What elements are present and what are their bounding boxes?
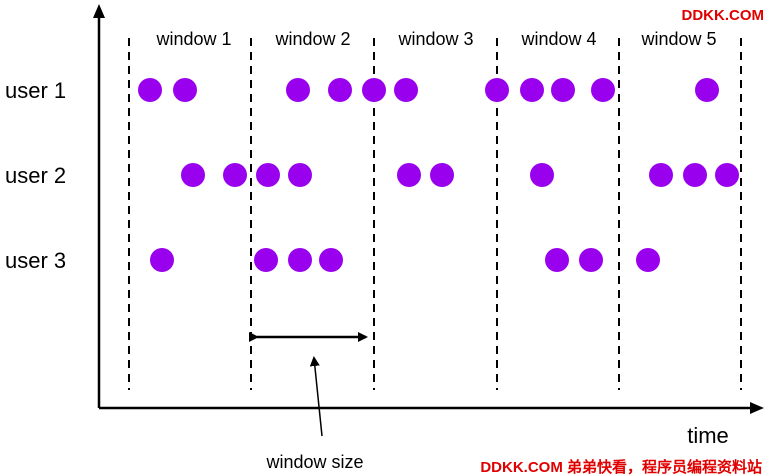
window-label-2: window 2 xyxy=(274,29,350,49)
event-dot-user-3 xyxy=(254,248,278,272)
event-dot-user-3 xyxy=(319,248,343,272)
event-dot-user-3 xyxy=(288,248,312,272)
event-dot-user-1 xyxy=(394,78,418,102)
event-dot-user-1 xyxy=(173,78,197,102)
x-axis-arrowhead xyxy=(750,402,764,414)
event-dots xyxy=(138,78,739,272)
watermark-top: DDKK.COM xyxy=(682,7,765,24)
user-label-1: user 1 xyxy=(5,78,66,103)
window-label-3: window 3 xyxy=(397,29,473,49)
event-dot-user-2 xyxy=(430,163,454,187)
event-dot-user-3 xyxy=(579,248,603,272)
event-dot-user-2 xyxy=(256,163,280,187)
x-axis-label: time xyxy=(687,423,729,448)
event-dot-user-1 xyxy=(695,78,719,102)
user-label-2: user 2 xyxy=(5,163,66,188)
event-dot-user-1 xyxy=(138,78,162,102)
event-dot-user-2 xyxy=(223,163,247,187)
window-size-label: window size xyxy=(265,452,363,472)
event-dot-user-2 xyxy=(288,163,312,187)
window-label-4: window 4 xyxy=(520,29,596,49)
event-dot-user-1 xyxy=(591,78,615,102)
event-dot-user-2 xyxy=(530,163,554,187)
event-dot-user-2 xyxy=(181,163,205,187)
window-label-1: window 1 xyxy=(155,29,231,49)
event-dot-user-1 xyxy=(520,78,544,102)
event-dot-user-1 xyxy=(286,78,310,102)
y-axis-arrowhead xyxy=(93,4,105,18)
window-label-5: window 5 xyxy=(640,29,716,49)
event-dot-user-2 xyxy=(715,163,739,187)
event-dot-user-3 xyxy=(545,248,569,272)
event-dot-user-1 xyxy=(551,78,575,102)
event-dot-user-3 xyxy=(150,248,174,272)
watermark-bottom: DDKK.COM 弟弟快看，程序员编程资料站 xyxy=(480,458,762,476)
user-label-3: user 3 xyxy=(5,248,66,273)
event-dot-user-1 xyxy=(362,78,386,102)
event-dot-user-1 xyxy=(485,78,509,102)
event-dot-user-3 xyxy=(636,248,660,272)
event-dot-user-1 xyxy=(328,78,352,102)
event-dot-user-2 xyxy=(397,163,421,187)
window-size-pointer xyxy=(309,356,323,437)
event-dot-user-2 xyxy=(683,163,707,187)
window-boundaries xyxy=(128,38,742,390)
event-dot-user-2 xyxy=(649,163,673,187)
